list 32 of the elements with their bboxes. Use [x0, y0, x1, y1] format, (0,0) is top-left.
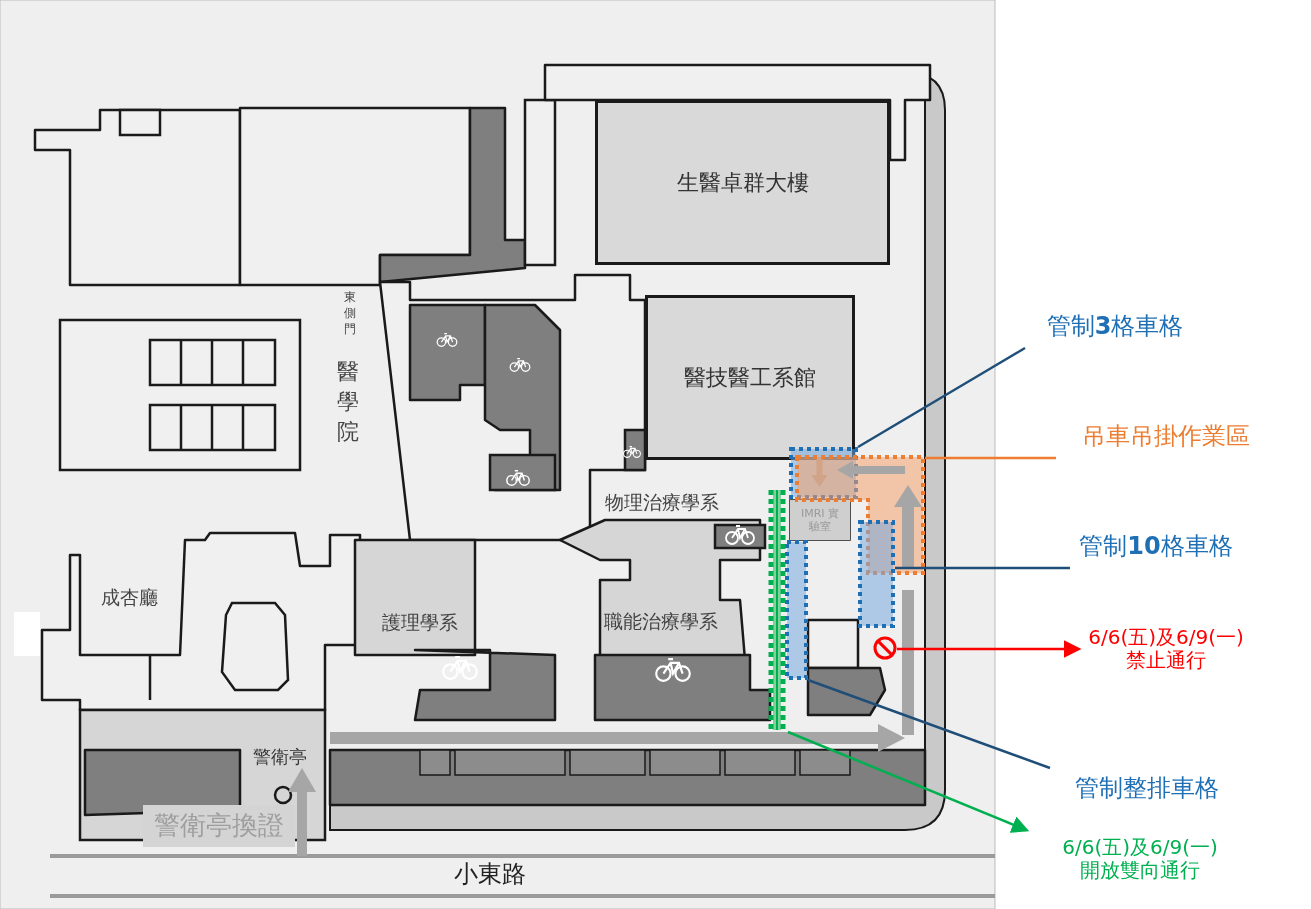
no-entry-sign — [873, 636, 897, 660]
arrow — [787, 730, 1030, 833]
building-label: 醫學院 — [336, 358, 360, 446]
building-label: 職能治療學系 — [604, 611, 718, 633]
callout-label: 吊車吊掛作業區 — [1082, 423, 1250, 451]
callout-label: 管制3格車格 — [1046, 313, 1184, 341]
building-label: 生醫卓群大樓 — [676, 169, 809, 196]
callout-label: 管制整排車格 — [1075, 775, 1219, 803]
building — [595, 100, 890, 265]
building — [645, 295, 855, 460]
building-label: 東側門 — [343, 288, 357, 338]
route-line — [766, 488, 788, 732]
road-label: 小東路 — [454, 861, 526, 889]
leader-line — [925, 456, 1056, 460]
callout-label: 管制10格車格 — [1079, 533, 1233, 561]
parking-zone-outline — [785, 540, 808, 680]
lab-room — [790, 500, 850, 540]
parking-zone-outline — [858, 520, 895, 628]
callout-label: 禁止通行 — [1126, 649, 1206, 672]
building-label: 醫技醫工系館 — [684, 364, 816, 391]
callout-label: 開放雙向通行 — [1080, 859, 1200, 882]
building-label: 成杏廳 — [100, 587, 158, 609]
work-zone-outline — [795, 455, 925, 575]
sign-board — [143, 805, 295, 847]
arrow — [897, 640, 1082, 658]
leader-line — [895, 566, 1070, 570]
callout-label: 6/6(五)及6/9(一) — [1088, 626, 1244, 649]
building-label: 物理治療學系 — [605, 492, 719, 514]
building-label: 護理學系 — [382, 612, 458, 634]
building-label: 警衛亭 — [253, 746, 307, 768]
leader-line — [807, 678, 1051, 770]
callout-label: 6/6(五)及6/9(一) — [1062, 836, 1218, 859]
